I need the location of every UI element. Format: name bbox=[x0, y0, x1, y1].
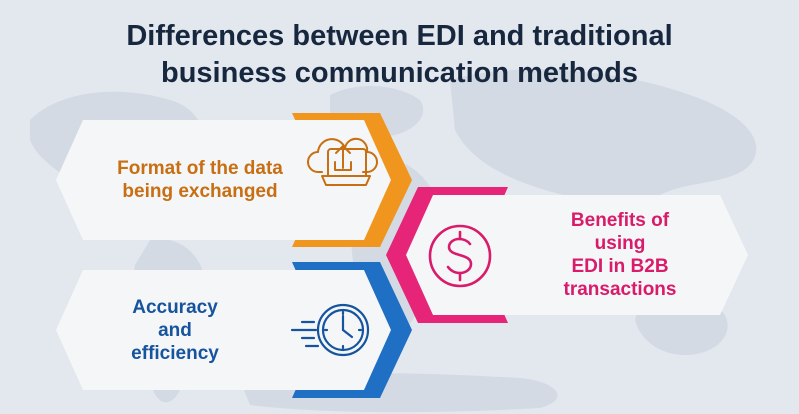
page-title-line-1: Differences between EDI and traditional bbox=[126, 20, 673, 52]
item-format-label-line-1: Format of the data bbox=[117, 158, 283, 179]
item-benefits-panel bbox=[386, 187, 748, 323]
page-title-line-2: business communication methods bbox=[161, 57, 638, 89]
item-format-label-line-2: being exchanged bbox=[122, 181, 278, 202]
item-accuracy-label-line-2: and bbox=[158, 320, 192, 341]
item-benefits-hex-fill bbox=[406, 195, 748, 315]
item-benefits-label-line-1: Benefits of bbox=[570, 210, 670, 231]
item-benefits-label-line-4: transactions bbox=[563, 279, 677, 300]
item-accuracy-label-line-1: Accuracy bbox=[132, 297, 218, 318]
fast-clock-icon bbox=[290, 303, 370, 357]
page-title: Differences between EDI and traditional … bbox=[0, 18, 799, 92]
item-accuracy-label-line-3: efficiency bbox=[131, 343, 219, 364]
item-accuracy-label: Accuracy and efficiency bbox=[100, 296, 250, 365]
item-format-panel bbox=[56, 113, 412, 247]
item-accuracy-panel bbox=[56, 262, 412, 398]
item-format-label: Format of the data being exchanged bbox=[90, 157, 310, 203]
dollar-coin-icon bbox=[428, 224, 492, 288]
item-benefits-label-line-2: using bbox=[594, 233, 646, 254]
item-accuracy-hex-fill bbox=[56, 270, 391, 390]
item-format-hex-fill bbox=[56, 120, 391, 240]
item-benefits-label-line-3: EDI in B2B bbox=[571, 256, 669, 277]
cloud-laptop-upload-icon bbox=[307, 137, 378, 186]
item-benefits-label: Benefits of using EDI in B2B transaction… bbox=[515, 209, 725, 301]
